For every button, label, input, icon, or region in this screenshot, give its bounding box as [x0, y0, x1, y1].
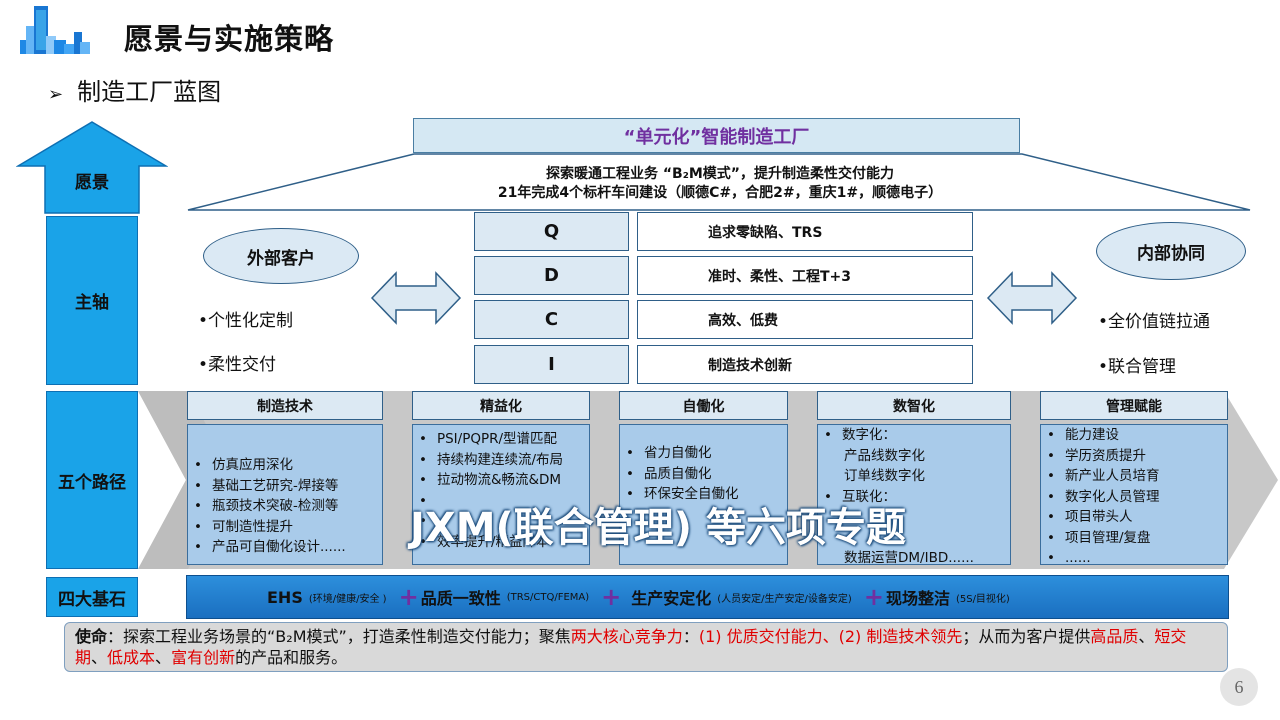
- mission-quality: 高品质: [1090, 627, 1139, 646]
- arrow-bullet-icon: ➢: [48, 84, 64, 105]
- foundation-name: 生产安定化: [631, 589, 712, 608]
- mission-text: 的产品和服务。: [235, 648, 348, 667]
- path-item: 项目带头人: [1047, 507, 1221, 528]
- path-head-tech: 制造技术: [187, 391, 383, 420]
- vision-arrow: [16, 121, 168, 214]
- path-item: 数字化人员管理: [1047, 487, 1221, 508]
- external-customer-ellipse: 外部客户: [203, 228, 359, 284]
- mission-text: ；从而为客户提供: [962, 627, 1091, 646]
- foundation-note: (环境/健康/安全 ): [308, 593, 387, 605]
- qdci-letter-c: C: [474, 300, 629, 339]
- path-item: 瓶颈技术突破-检测等: [194, 496, 376, 517]
- internal-item-1: •全价值链拉通: [1098, 312, 1211, 332]
- foundation-note: (人员安定/生产安定/设备安定): [717, 593, 852, 605]
- path-item: 产品可自働化设计......: [194, 537, 376, 558]
- foundations-bar: EHS (环境/健康/安全 ) + 品质一致性 (TRS/CTQ/FEMA) +…: [186, 575, 1229, 619]
- mission-sep: 、: [1138, 627, 1155, 646]
- overlay-topic-text: JXM(联合管理) 等六项专题: [410, 505, 907, 551]
- path-head-lean: 精益化: [412, 391, 590, 420]
- foundation-note: (5S/目视化): [955, 593, 1010, 605]
- path-item: 数据运营DM/IBD......: [844, 550, 974, 566]
- path-item: 新产业人员培育: [1047, 466, 1221, 487]
- foundation-note: (TRS/CTQ/FEMA): [506, 591, 590, 603]
- path-item: 效率提升/精益降本: [419, 532, 583, 553]
- path-head-management: 管理赋能: [1040, 391, 1228, 420]
- mission-sep: 、: [91, 648, 108, 667]
- roof-line-1: 探索暖通工程业务 “B₂M模式”，提升制造柔性交付能力: [545, 166, 894, 182]
- label-main-axis: 主轴: [46, 216, 138, 385]
- path-item: 省力自働化: [626, 443, 781, 464]
- path-item: PSI/PQPR/型谱匹配: [419, 429, 583, 450]
- path-item: 订单线数字化: [844, 468, 925, 484]
- foundation-name: EHS: [267, 587, 303, 607]
- path-box-tech: 仿真应用深化 基础工艺研究-焊接等 瓶颈技术突破-检测等 可制造性提升 产品可自…: [187, 424, 383, 565]
- path-box-management: 能力建设 学历资质提升 新产业人员培育 数字化人员管理 项目带头人 项目管理/复…: [1040, 424, 1228, 566]
- plus-icon: +: [601, 583, 622, 611]
- page-subtitle: ➢ 制造工厂蓝图: [48, 72, 221, 107]
- path-box-digital: 数字化： 产品线数字化 订单线数字化 互联化： 数据运营DM/IBD......: [817, 424, 1011, 566]
- path-item: 项目管理/复盘: [1047, 528, 1221, 549]
- path-item: 基础工艺研究-焊接等: [194, 476, 376, 497]
- company-logo: [20, 6, 90, 54]
- path-item: 产品线数字化: [844, 447, 925, 464]
- path-head-automation: 自働化: [619, 391, 788, 420]
- qdci-letter-q: Q: [474, 212, 629, 251]
- mission-box: 使命：探索工程业务场景的“B₂M模式”，打造柔性制造交付能力；聚焦两大核心竞争力…: [64, 622, 1228, 672]
- mission-core: 两大核心竞争力: [570, 627, 683, 646]
- factory-banner: “单元化”智能制造工厂: [413, 118, 1020, 153]
- mission-sep: 、: [155, 648, 172, 667]
- path-box-lean: PSI/PQPR/型谱匹配 持续构建连续流/布局 拉动物流&畅流&DM 效率提升…: [412, 424, 590, 565]
- plus-icon: +: [863, 583, 884, 611]
- qdci-desc-d: 准时、柔性、工程T+3: [637, 256, 973, 295]
- path-item: 能力建设: [1047, 425, 1221, 446]
- label-five-paths: 五个路径: [46, 391, 138, 569]
- foundation-name: 现场整洁: [885, 589, 950, 608]
- path-item: 互联化：: [824, 487, 1004, 508]
- mission-text: ：探索工程业务场景的“B₂M模式”，打造柔性制造交付能力；聚焦: [107, 627, 571, 646]
- external-item-2: •柔性交付: [198, 355, 277, 375]
- internal-item-2: •联合管理: [1098, 357, 1177, 377]
- plus-icon: +: [398, 583, 419, 611]
- path-head-digital: 数智化: [817, 391, 1011, 420]
- roof-shape: [187, 153, 1251, 211]
- qdci-letter-i: I: [474, 345, 629, 384]
- roof-text: 探索暖通工程业务 “B₂M模式”，提升制造柔性交付能力 21年完成4个标杆车间建…: [200, 165, 1240, 203]
- mission-quality: 低成本: [107, 648, 156, 667]
- mission-label: 使命: [75, 627, 108, 646]
- mission-text: ：: [682, 627, 699, 646]
- qdci-desc-c: 高效、低费: [637, 300, 973, 339]
- path-item: 品质自働化: [626, 464, 781, 485]
- mission-quality: 短交期: [75, 627, 1187, 667]
- qdci-letter-d: D: [474, 256, 629, 295]
- path-item: 拉动物流&畅流&DM: [419, 470, 583, 491]
- path-item: ......: [1047, 548, 1221, 569]
- roof-line-2: 21年完成4个标杆车间建设（顺德C#，合肥2#，重庆1#，顺德电子）: [497, 185, 943, 201]
- page-title: 愿景与实施策略: [124, 22, 335, 56]
- double-arrow-right-icon: [986, 271, 1078, 325]
- double-arrow-left-icon: [370, 271, 462, 325]
- label-four-foundations: 四大基石: [46, 577, 138, 617]
- path-item: 环保安全自働化: [626, 484, 781, 505]
- mission-quality: 富有创新: [171, 648, 236, 667]
- foundation-name: 品质一致性: [420, 589, 501, 608]
- qdci-desc-q: 追求零缺陷、TRS: [637, 212, 973, 251]
- path-item: 学历资质提升: [1047, 446, 1221, 467]
- page-number: 6: [1220, 668, 1258, 706]
- subtitle-text: 制造工厂蓝图: [77, 78, 222, 106]
- path-item: 数字化：: [824, 425, 1004, 446]
- qdci-desc-i: 制造技术创新: [637, 345, 973, 384]
- external-item-1: •个性化定制: [198, 311, 294, 331]
- path-box-automation: 省力自働化 品质自働化 环保安全自働化: [619, 424, 788, 565]
- path-item: 仿真应用深化: [194, 455, 376, 476]
- mission-competencies: (1) 优质交付能力、(2) 制造技术领先: [698, 627, 963, 646]
- path-item: 持续构建连续流/布局: [419, 450, 583, 471]
- label-vision: 愿景: [75, 173, 109, 193]
- path-item: 可制造性提升: [194, 517, 376, 538]
- internal-collab-ellipse: 内部协同: [1096, 222, 1246, 280]
